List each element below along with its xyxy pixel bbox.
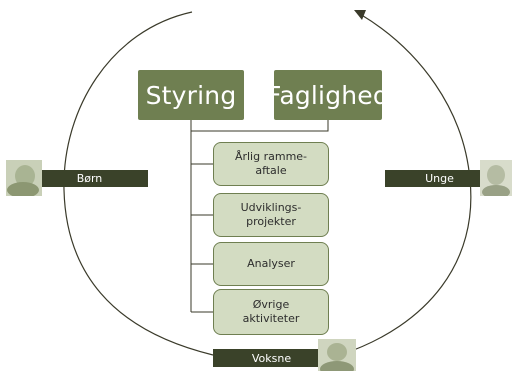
styring-label: Styring [145,80,237,110]
sub-box-rammeaftale: Årlig ramme- aftale [213,142,329,186]
teen-photo-icon [480,160,512,196]
sub-box-label: Årlig ramme- aftale [234,150,308,177]
faglighed-label: Faglighed [267,80,389,110]
unge-label: Unge [425,172,454,185]
faglighed-box: Faglighed [267,70,389,120]
sub-box-ovrige-aktiviteter: Øvrige aktiviteter [213,289,329,335]
sub-box-udviklingsprojekter: Udviklings- projekter [213,193,329,237]
styring-box: Styring [138,70,244,120]
born-label-bar: Børn [31,170,148,187]
cycle-arrow-icon [354,10,366,20]
voksne-label-bar: Voksne [213,349,330,367]
sub-box-analyser: Analyser [213,242,329,286]
born-label: Børn [76,172,103,185]
sub-box-label: Øvrige aktiviteter [242,298,300,325]
adult-photo-icon [318,339,356,371]
sub-box-label: Udviklings- projekter [240,201,302,228]
child-photo-icon [6,160,42,196]
unge-label-bar: Unge [385,170,494,187]
connector-top [190,120,329,132]
voksne-label: Voksne [251,351,292,365]
circle-left-arc [63,11,214,356]
sub-box-label: Analyser [247,257,295,270]
